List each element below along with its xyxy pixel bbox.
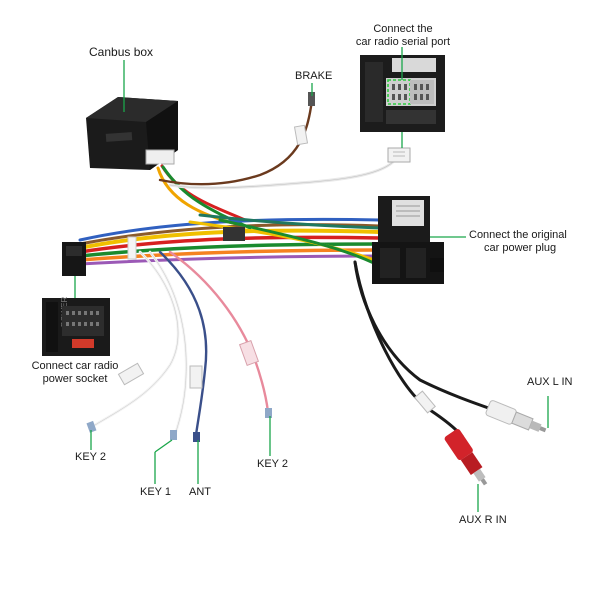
bottom-leader-lines xyxy=(90,416,271,484)
power-plug xyxy=(62,242,86,276)
original-plug-label: Connect the original car power plug xyxy=(469,229,567,255)
power-socket-photo: POWER xyxy=(42,297,110,356)
aux-l-label: AUX L IN xyxy=(527,376,573,388)
brake-label: BRAKE xyxy=(295,70,333,82)
power-socket-label-line2: power socket xyxy=(42,373,108,385)
original-power-plug xyxy=(372,196,444,284)
power-socket-label: Connect car radio power socket xyxy=(20,360,130,386)
serial-connector xyxy=(387,147,411,163)
serial-port-label-line1: Connect the xyxy=(373,23,433,35)
canbus-box xyxy=(86,97,178,170)
rca-aux-r xyxy=(444,429,488,486)
key1-leader-line-d xyxy=(154,439,173,453)
key2-right-label: KEY 2 xyxy=(257,458,288,470)
serial-port-label: Connect the car radio serial port xyxy=(354,23,452,49)
key2-left-label: KEY 2 xyxy=(75,451,106,463)
canbus-box-label: Canbus box xyxy=(89,45,154,59)
wire-tags xyxy=(117,124,436,414)
rca-aux-l xyxy=(485,400,547,433)
key1-label: KEY 1 xyxy=(140,486,171,498)
original-plug-label-line1: Connect the original xyxy=(469,229,567,241)
aux-r-label: AUX R IN xyxy=(459,514,507,526)
brake-wire-end xyxy=(308,92,315,106)
serial-port-label-line2: car radio serial port xyxy=(355,36,451,48)
ant-label: ANT xyxy=(189,486,211,498)
wire-terminals xyxy=(86,408,272,442)
original-plug-label-line2: car power plug xyxy=(484,242,557,254)
power-socket-label-line1: Connect car radio xyxy=(31,360,119,372)
